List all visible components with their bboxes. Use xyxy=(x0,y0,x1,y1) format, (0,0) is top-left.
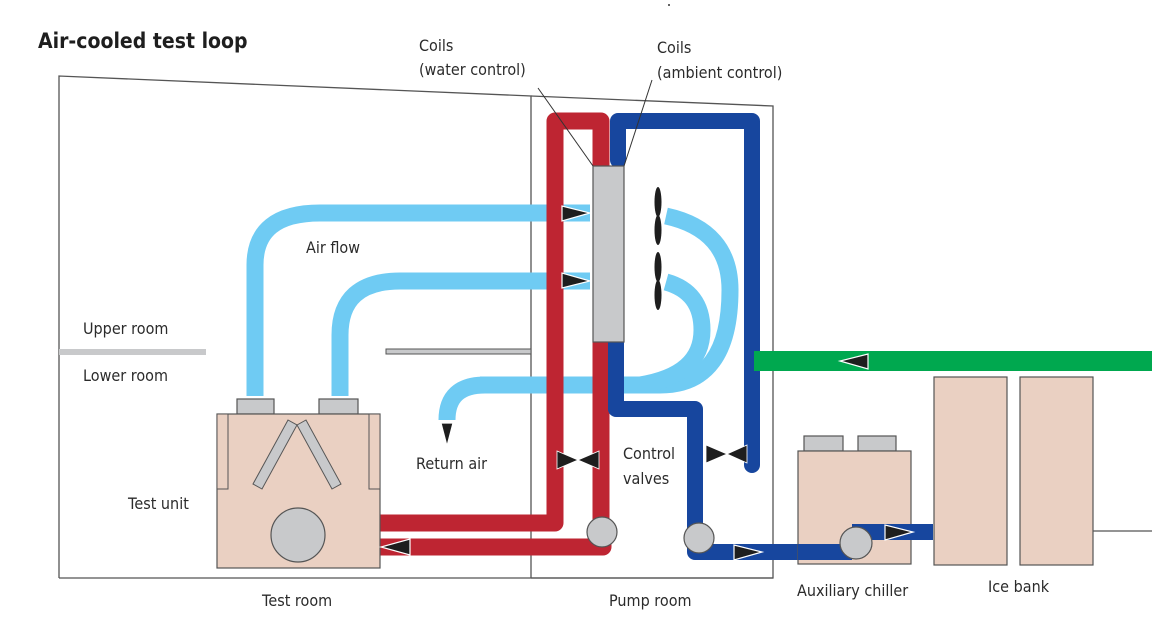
test-room-label: Test room xyxy=(262,591,333,610)
room-divider-left xyxy=(59,349,206,355)
ice-bank-tank-2 xyxy=(1019,376,1094,566)
arrow-right-icon xyxy=(561,272,593,289)
hot-water-pump xyxy=(586,516,618,548)
air-duct-fan-lower xyxy=(638,273,711,394)
room-divider-right xyxy=(385,348,532,355)
chiller-vent-left xyxy=(803,435,844,452)
valve-icon xyxy=(726,444,748,464)
coil-ambient-leader xyxy=(623,79,653,167)
fan-icons xyxy=(654,187,662,310)
arrow-right-icon xyxy=(561,205,593,222)
valve-icon xyxy=(705,444,729,464)
test-unit-heat-exchanger xyxy=(270,507,326,563)
valve-icon xyxy=(556,450,580,470)
test-unit-vent-left xyxy=(236,398,275,415)
air-flow-label: Air flow xyxy=(306,238,361,257)
dot xyxy=(668,4,670,6)
chiller-pump xyxy=(839,526,873,560)
cold-pipe-top-loop xyxy=(610,113,760,473)
ice-bank-tank-1 xyxy=(933,376,1008,566)
air-duct-fan-upper xyxy=(480,207,739,394)
fan-blade-icon xyxy=(654,215,662,245)
test-unit-side-left xyxy=(216,413,229,490)
flow-arrows xyxy=(378,205,916,561)
arrow-right-icon xyxy=(884,524,916,541)
air-duct-upper xyxy=(246,204,590,396)
fan-blade-icon xyxy=(654,252,662,282)
fan-blade-icon xyxy=(654,187,662,217)
air-duct-lower xyxy=(331,272,590,396)
arrow-left-icon xyxy=(837,353,869,370)
pump-room-label: Pump room xyxy=(609,591,692,610)
test-unit-label: Test unit xyxy=(128,494,189,513)
chiller-vent-right xyxy=(857,435,897,452)
test-unit-vent-right xyxy=(318,398,359,415)
control-valves-label-1: Control xyxy=(623,444,676,463)
coils-water-label-2: (water control) xyxy=(419,60,526,79)
coil-unit xyxy=(592,165,625,343)
test-room-outline xyxy=(58,75,532,578)
fan-blade-icon xyxy=(654,280,662,310)
arrow-down-icon xyxy=(440,422,454,449)
test-unit-side-right xyxy=(368,413,381,490)
ice-bank-label: Ice bank xyxy=(988,577,1050,596)
coils-ambient-label-2: (ambient control) xyxy=(657,63,783,82)
valve-icon xyxy=(576,450,600,470)
room-outlines xyxy=(58,75,774,579)
coils-ambient-label-1: Coils xyxy=(657,38,692,57)
upper-room-label: Upper room xyxy=(83,319,169,338)
pump-room-outline xyxy=(530,95,774,579)
air-ducts xyxy=(246,204,739,421)
test-unit-coil-right xyxy=(296,419,342,490)
arrow-right-icon xyxy=(733,544,765,561)
return-air-duct xyxy=(438,376,486,421)
return-air-label: Return air xyxy=(416,454,488,473)
coil-water-leader xyxy=(537,87,594,167)
auxiliary-chiller-label: Auxiliary chiller xyxy=(797,581,909,600)
arrow-left-icon xyxy=(378,538,411,556)
glycol-pipe xyxy=(754,351,1152,371)
cold-water-pump xyxy=(683,522,715,554)
lower-room-label: Lower room xyxy=(83,366,168,385)
control-valves-label-2: valves xyxy=(623,469,670,488)
coils-water-label-1: Coils xyxy=(419,36,454,55)
control-valves xyxy=(556,444,748,470)
diagram-title: Air-cooled test loop xyxy=(38,29,248,53)
